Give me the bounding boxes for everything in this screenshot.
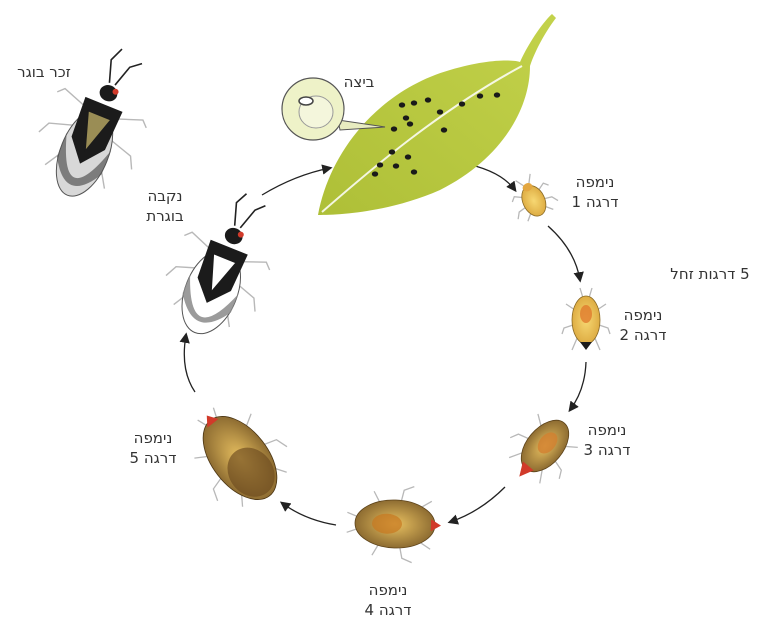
arrow-nymph4-to-nymph5: [282, 503, 336, 525]
label-nymph-1: נימפה דרגה 1: [560, 172, 630, 212]
arrow-nymph3-to-nymph4: [450, 487, 505, 522]
nymph-stage-5: [171, 387, 304, 523]
label-nymph-2: נימפה דרגה 2: [608, 305, 678, 345]
nymph-stage-4: [346, 484, 443, 563]
label-nymph-4: נימפה דרגה 4: [353, 580, 423, 620]
label-nymph-3: נימפה דרגה 3: [572, 420, 642, 460]
label-adult-male: זכר בוגר: [4, 62, 84, 82]
label-egg: ביצה: [334, 72, 384, 92]
arrow-female-to-leaf: [262, 168, 330, 195]
arrow-nymph2-to-nymph3: [570, 362, 586, 410]
nymph-stage-2: [562, 288, 610, 350]
egg-cap: [299, 97, 313, 105]
label-instars-note: 5 דרגות זחל: [660, 264, 760, 284]
label-adult-female: נקבה בוגרת: [130, 186, 200, 226]
nymph-stage-1: [503, 168, 561, 225]
label-nymph-5: נימפה דרגה 5: [118, 428, 188, 468]
arrow-nymph5-to-female: [184, 335, 195, 392]
leaf-with-eggs: [282, 14, 556, 215]
arrow-nymph1-to-nymph2: [548, 226, 580, 280]
